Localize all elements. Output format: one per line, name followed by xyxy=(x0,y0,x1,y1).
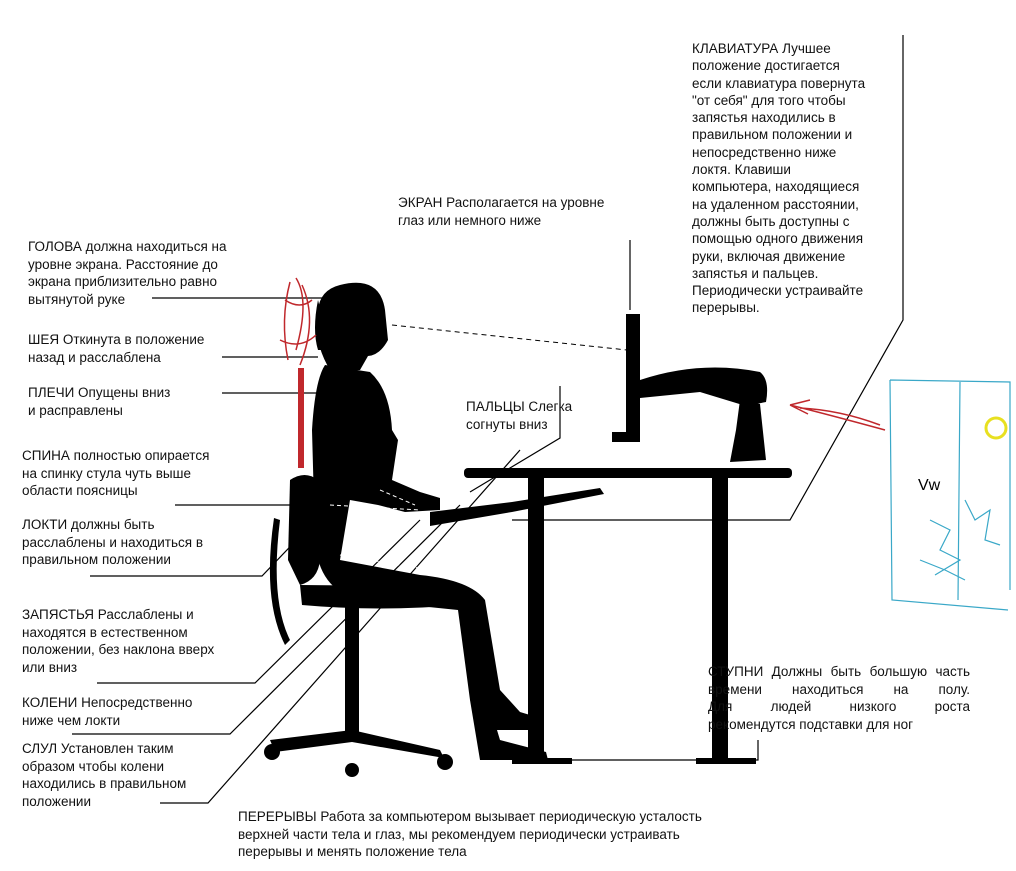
desk xyxy=(430,468,792,764)
leader-lines xyxy=(72,35,904,804)
note-feet: СТУПНИ Должны быть большую часть времени… xyxy=(708,664,970,732)
person-silhouette xyxy=(312,282,548,760)
note-breaks: ПЕРЕРЫВЫ Работа за компьютером вызывает … xyxy=(238,809,702,859)
red-scribble xyxy=(279,277,886,431)
sun-icon xyxy=(984,416,1008,440)
monitor xyxy=(612,314,768,462)
doodle-text: Vw xyxy=(918,477,941,494)
blue-doodle xyxy=(889,379,1011,611)
